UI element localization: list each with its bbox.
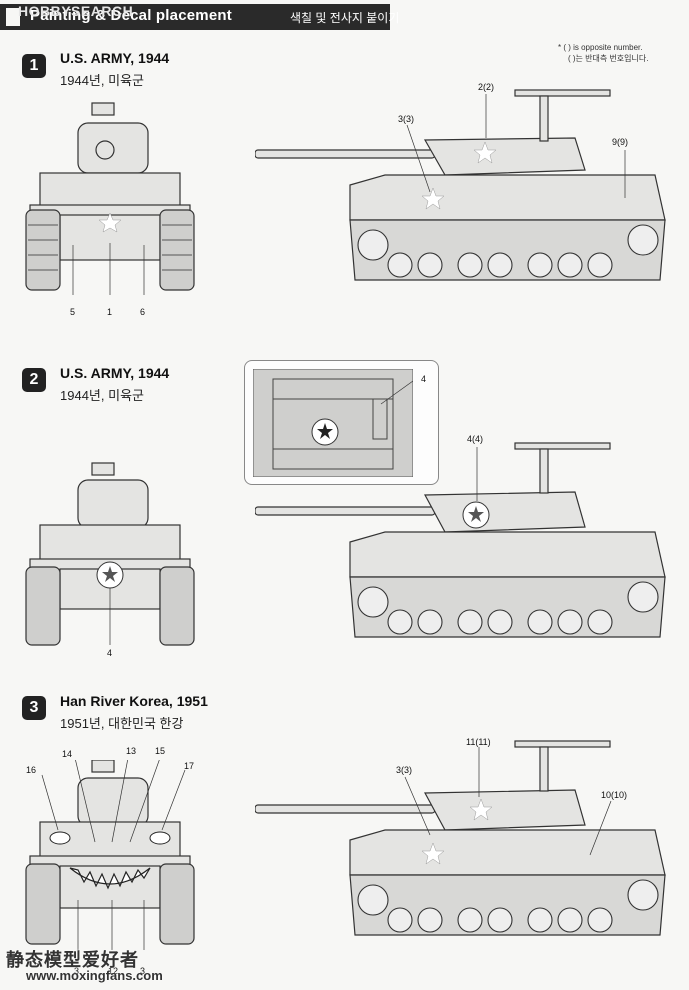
callout-2-2: 2(2) bbox=[478, 82, 495, 92]
section-1-subtitle: 1944년, 미육군 bbox=[60, 73, 144, 88]
front-view-1 bbox=[25, 102, 195, 295]
callout-3-3-b: 3(3) bbox=[396, 765, 413, 775]
watermark-bottom-url: www.moxingfans.com bbox=[26, 968, 163, 983]
callout-17: 17 bbox=[184, 761, 195, 771]
section-2-subtitle: 1944년, 미육군 bbox=[60, 388, 144, 403]
header-marker bbox=[6, 8, 20, 26]
watermark-logo: HOBBYSEARCH bbox=[18, 3, 134, 19]
section-3-badge: 3 bbox=[22, 696, 46, 720]
callout-6: 6 bbox=[140, 307, 146, 317]
callout-15: 15 bbox=[155, 746, 166, 756]
side-view-1 bbox=[255, 89, 666, 281]
section-1-title: U.S. ARMY, 1944 bbox=[60, 50, 170, 66]
section-3-title: Han River Korea, 1951 bbox=[60, 693, 208, 709]
side-view-3 bbox=[255, 740, 666, 936]
header-title: Painting & Decal placement bbox=[30, 7, 232, 24]
note-opposite: * ( ) is opposite number. ( )는 반대측 번호입니다… bbox=[558, 42, 648, 64]
callout-14: 14 bbox=[62, 749, 73, 759]
front-view-3 bbox=[25, 760, 195, 950]
star-decal-hull-1 bbox=[421, 187, 445, 210]
note-line-1: * ( ) is opposite number. bbox=[558, 43, 643, 52]
callout-3-front-right: 3 bbox=[140, 966, 146, 976]
side-view-2 bbox=[255, 442, 666, 638]
page-header: Painting & Decal placement 색칠 및 전사지 붙이기 bbox=[0, 0, 689, 34]
callout-1: 1 bbox=[107, 307, 113, 317]
callout-10-10: 10(10) bbox=[601, 790, 628, 800]
section-2-title: U.S. ARMY, 1944 bbox=[60, 365, 170, 381]
inset-rear-view bbox=[253, 369, 413, 477]
detail-inset: 4 bbox=[244, 360, 439, 485]
callout-9-9: 9(9) bbox=[612, 137, 629, 147]
callout-11-11: 11(11) bbox=[466, 737, 491, 747]
callout-3-3-a: 3(3) bbox=[398, 114, 415, 124]
callout-12: 12 bbox=[108, 966, 119, 976]
callout-3-front-left: 3 bbox=[74, 966, 80, 976]
star-decal-front-1 bbox=[98, 212, 122, 233]
section-1-badge: 1 bbox=[22, 54, 46, 78]
header-subtitle: 색칠 및 전사지 붙이기 bbox=[290, 11, 400, 25]
inset-callout-4: 4 bbox=[421, 374, 427, 384]
header-bar bbox=[0, 4, 390, 30]
callout-16: 16 bbox=[26, 765, 37, 775]
callout-13: 13 bbox=[126, 746, 137, 756]
section-2-badge: 2 bbox=[22, 368, 46, 392]
section-3-subtitle: 1951년, 대한민국 한강 bbox=[60, 716, 184, 731]
note-line-2: ( )는 반대측 번호입니다. bbox=[568, 54, 649, 63]
shark-mouth-decal bbox=[69, 867, 151, 890]
watermark-bottom-name: 静态模型爱好者 bbox=[6, 950, 139, 970]
star-decal-hull-3 bbox=[421, 842, 445, 865]
front-view-2 bbox=[25, 462, 195, 646]
star-decal-turret-1 bbox=[473, 141, 497, 164]
callout-4-front: 4 bbox=[107, 648, 113, 658]
callout-5: 5 bbox=[70, 307, 76, 317]
star-decal-turret-3 bbox=[469, 798, 493, 821]
callout-4-4: 4(4) bbox=[467, 434, 484, 444]
